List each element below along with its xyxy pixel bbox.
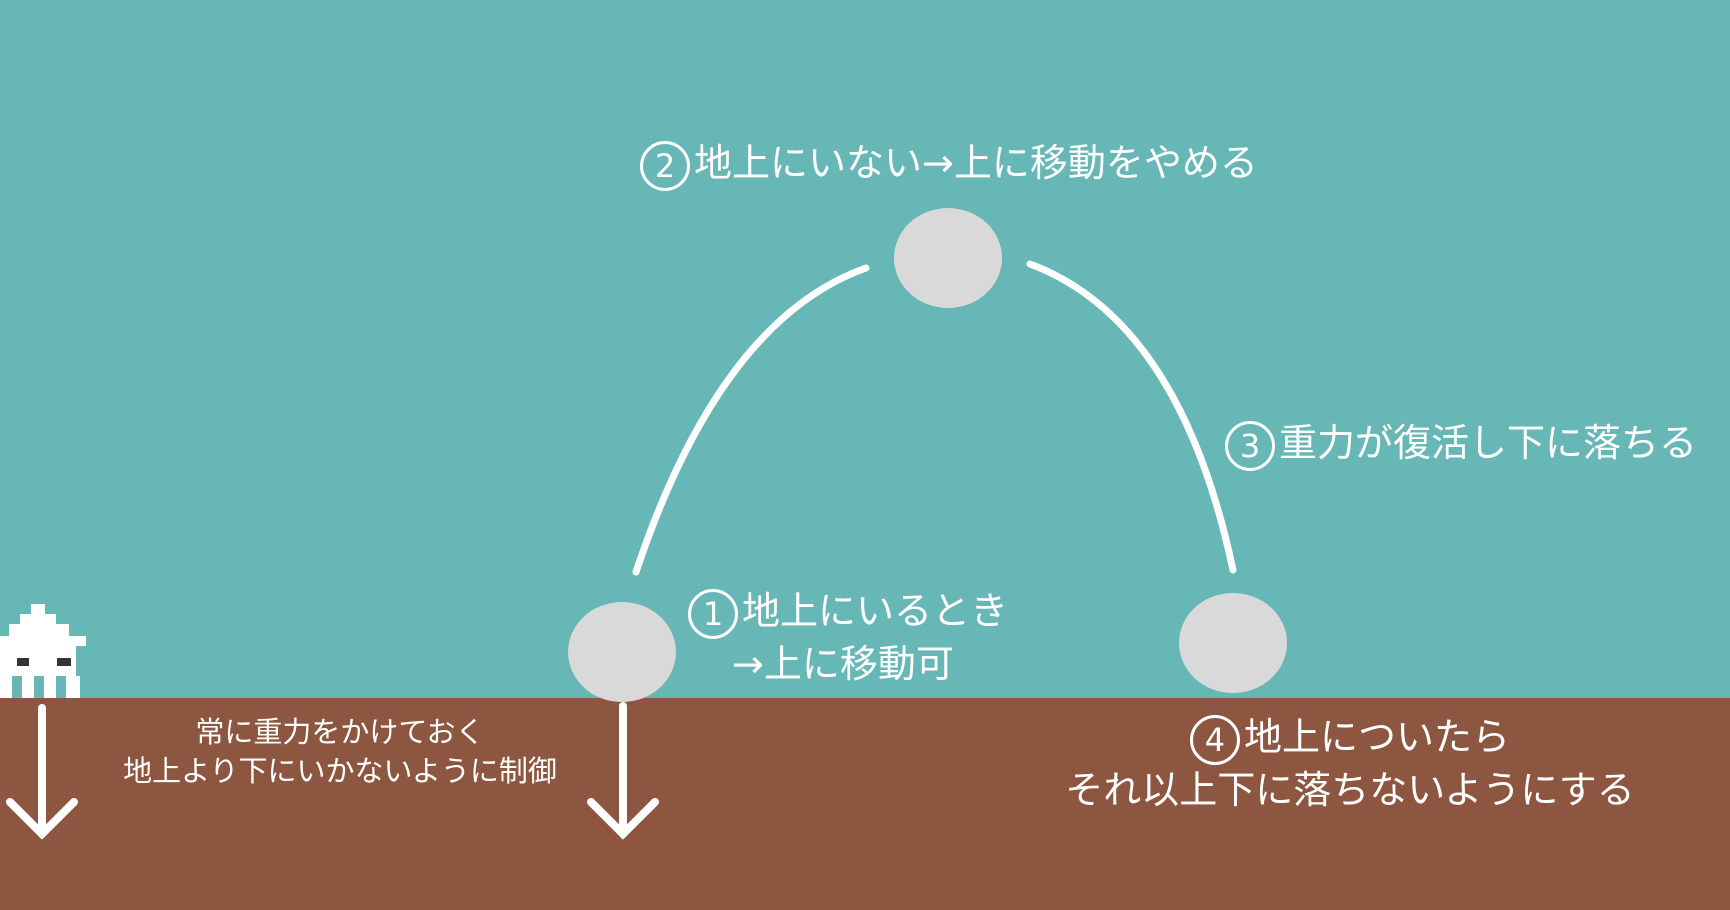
step1-line2: →上に移動可	[732, 641, 954, 686]
gravity-note-line1: 常に重力をかけておく	[195, 715, 485, 749]
arrow-down-icon	[587, 702, 659, 840]
step1-number: 1	[688, 588, 738, 639]
step2-text: 地上にいない→上に移動をやめる	[694, 141, 1258, 185]
arrow-down-icon	[6, 704, 78, 840]
ball-ground-end	[1179, 593, 1287, 693]
pixel-ghost-icon	[0, 604, 86, 698]
ascent-arc	[632, 264, 870, 576]
step4-line1: 地上についたら	[1243, 715, 1510, 759]
ground-background	[0, 698, 1730, 910]
ball-apex	[894, 208, 1002, 308]
step1-line1: 地上にいるとき	[742, 589, 1009, 633]
step4-number: 4	[1189, 714, 1240, 765]
gravity-note: 常に重力をかけておく 地上より下にいかないように制御	[100, 713, 580, 791]
step3-number: 3	[1225, 420, 1275, 471]
step4-line2: それ以上下に落ちないようにする	[1065, 767, 1635, 812]
step3-text: 重力が復活し下に落ちる	[1279, 421, 1698, 465]
descent-arc	[1026, 260, 1237, 574]
gravity-note-line2: 地上より下にいかないように制御	[123, 754, 557, 789]
ball-ground-start	[568, 602, 676, 702]
step2-number: 2	[640, 140, 690, 191]
sky-background	[0, 0, 1730, 698]
